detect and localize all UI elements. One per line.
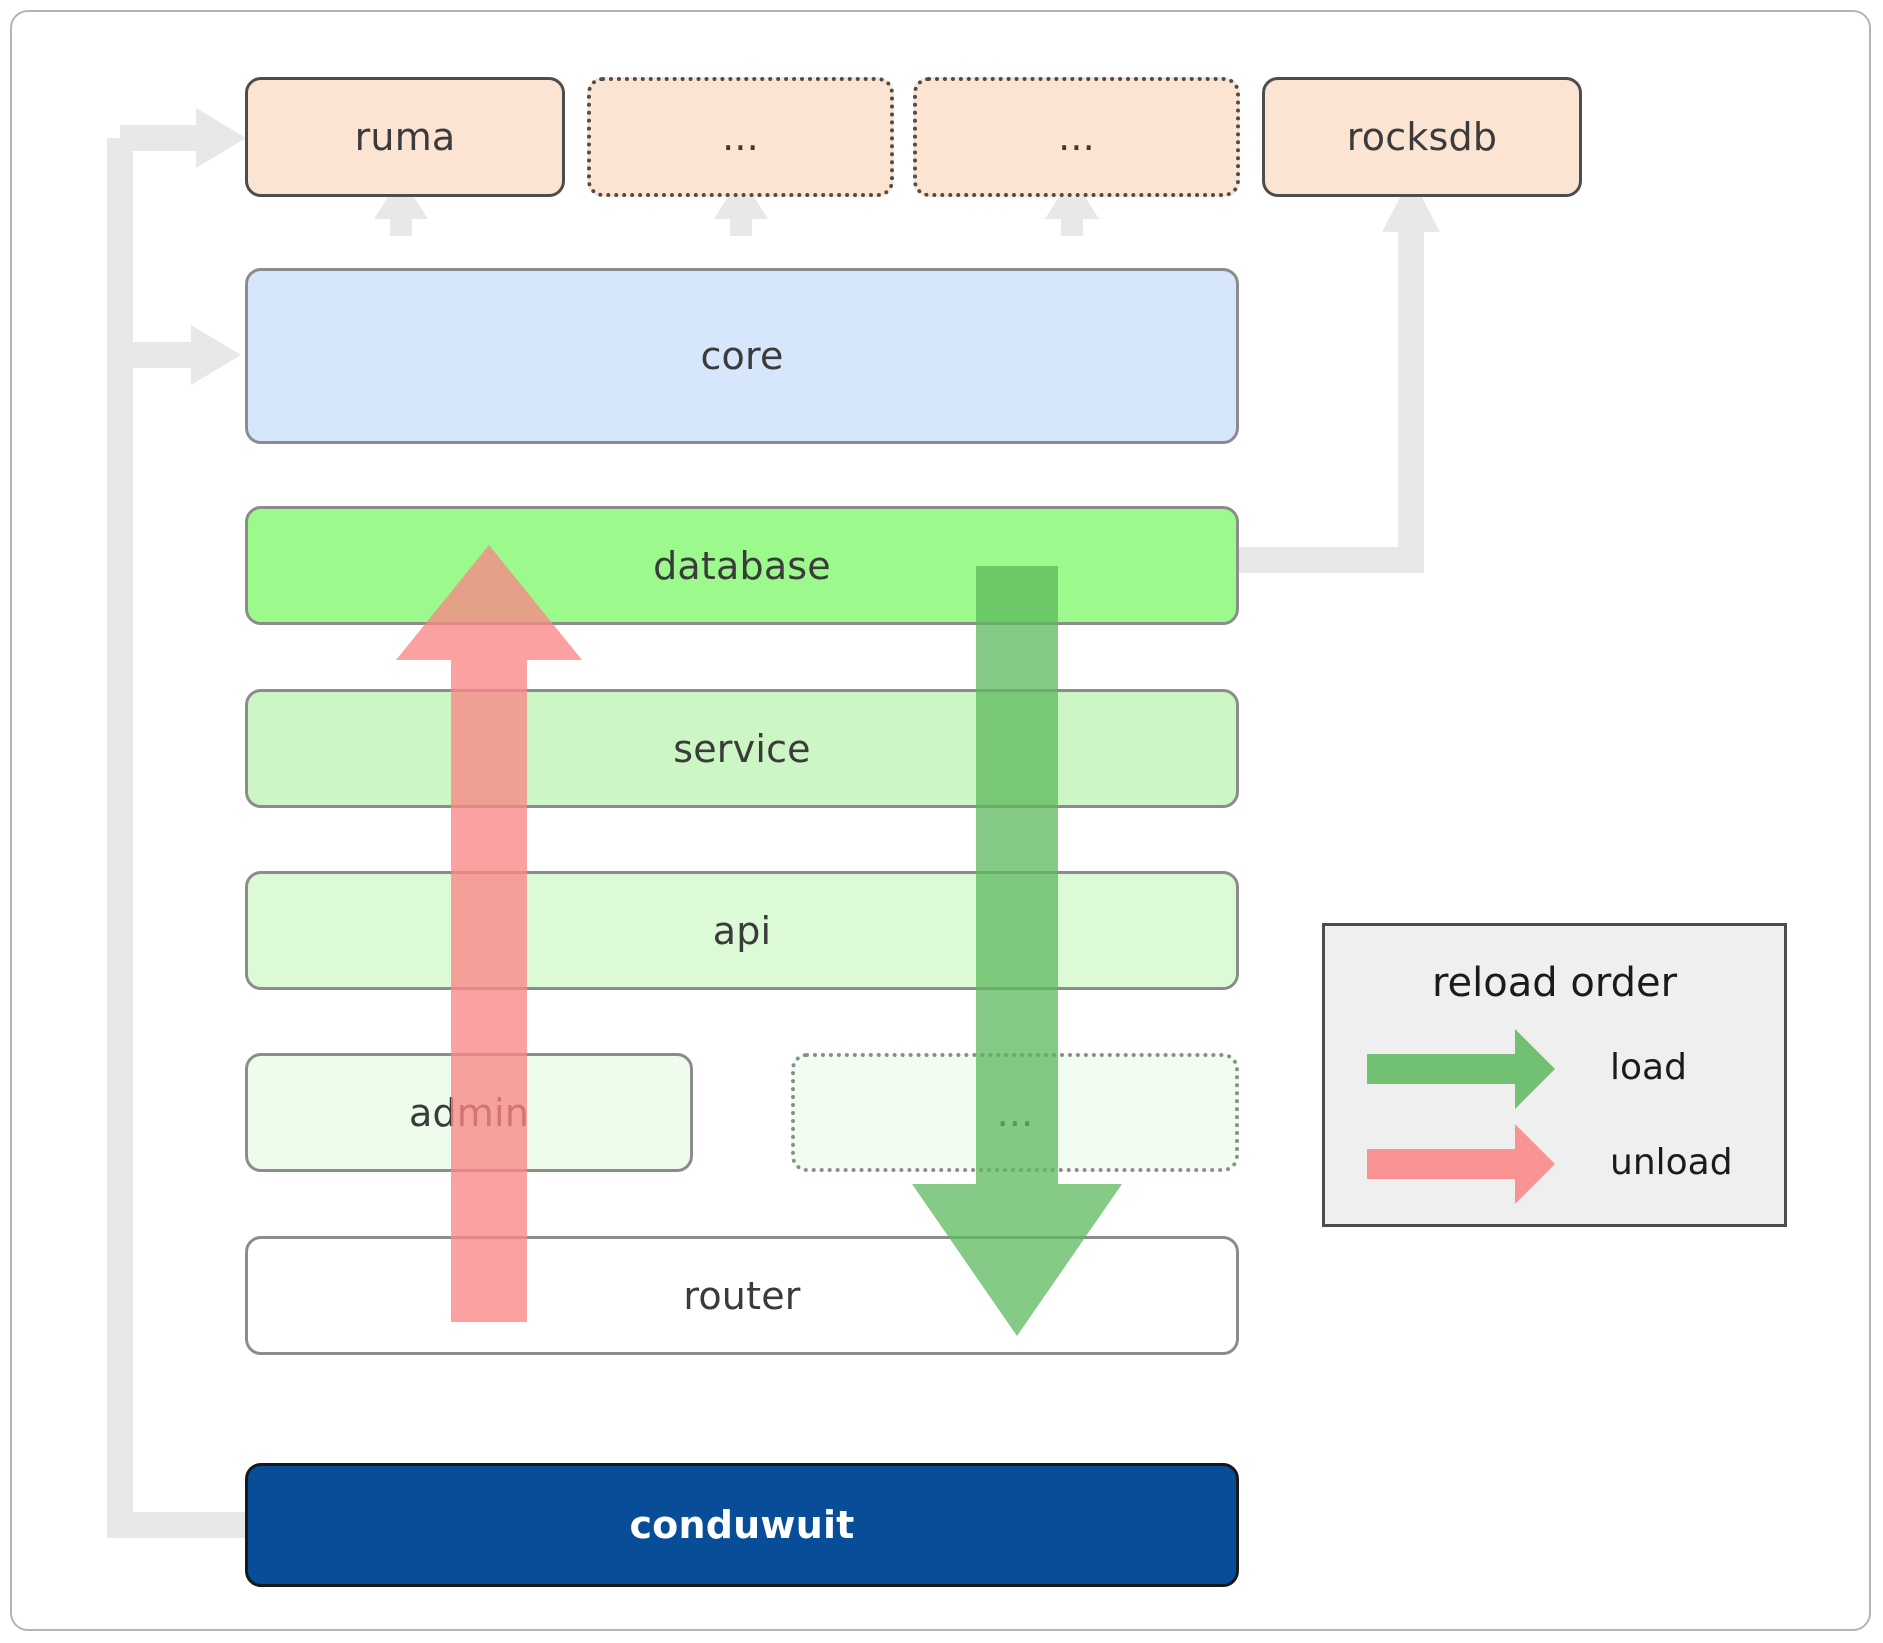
- dependency-label: ...: [1058, 115, 1095, 159]
- dependency-box-rocksdb[interactable]: rocksdb: [1262, 77, 1582, 197]
- layer-box-database[interactable]: database: [245, 506, 1239, 625]
- layer-label: api: [712, 908, 772, 953]
- legend-arrows: [1367, 1029, 1555, 1204]
- layer-box-admin[interactable]: admin: [245, 1053, 693, 1172]
- layer-box-service[interactable]: service: [245, 689, 1239, 808]
- app-box-conduwuit[interactable]: conduwuit: [245, 1463, 1239, 1587]
- legend-label-load: load: [1610, 1047, 1687, 1088]
- layer-label: router: [683, 1273, 801, 1318]
- layer-box-placeholder[interactable]: ...: [791, 1053, 1239, 1172]
- diagram-frame: [10, 10, 1871, 1631]
- legend-unload-arrow-icon: [1367, 1124, 1555, 1204]
- layer-label: ...: [996, 1090, 1034, 1135]
- dependency-label: ruma: [354, 115, 456, 159]
- layer-box-api[interactable]: api: [245, 871, 1239, 990]
- core-box[interactable]: core: [245, 268, 1239, 444]
- layer-box-router[interactable]: router: [245, 1236, 1239, 1355]
- dependency-label: rocksdb: [1346, 115, 1498, 159]
- legend-label-unload: unload: [1610, 1142, 1733, 1183]
- core-label: core: [700, 334, 784, 378]
- legend-panel: reload order load unload: [1322, 923, 1787, 1227]
- dependency-label: ...: [722, 115, 759, 159]
- dependency-box-placeholder-2[interactable]: ...: [913, 77, 1240, 197]
- legend-title: reload order: [1431, 960, 1678, 1006]
- layer-label: service: [673, 726, 811, 771]
- layer-label: database: [653, 543, 831, 588]
- dependency-box-placeholder-1[interactable]: ...: [587, 77, 894, 197]
- dependency-box-ruma[interactable]: ruma: [245, 77, 565, 197]
- app-label: conduwuit: [629, 1503, 855, 1547]
- legend-load-arrow-icon: [1367, 1029, 1555, 1109]
- layer-label: admin: [408, 1090, 530, 1135]
